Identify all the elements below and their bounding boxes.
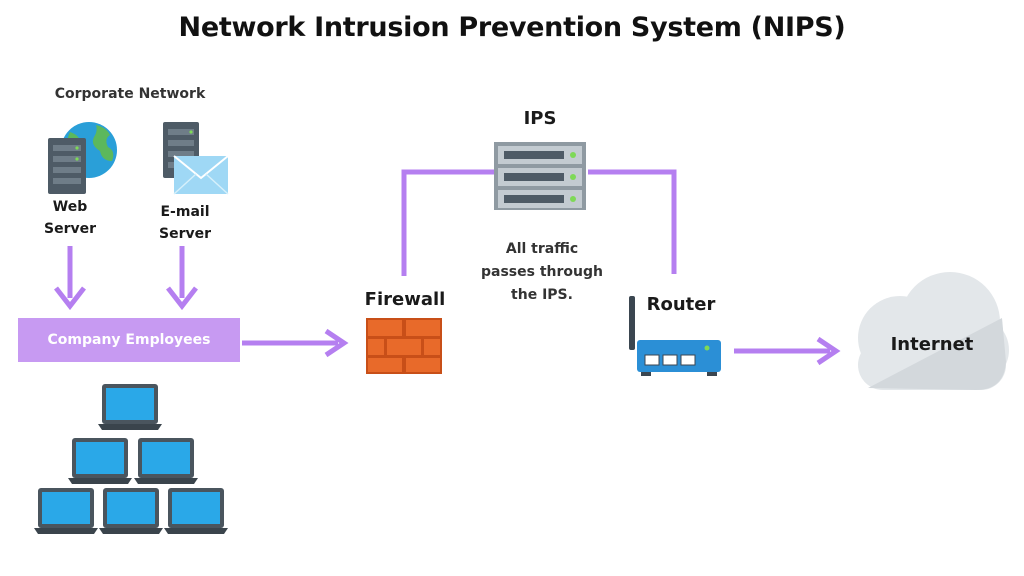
web-server-arrow-head: [54, 286, 86, 311]
diagram-title: Network Intrusion Prevention System (NIP…: [178, 12, 846, 43]
internet-label: Internet: [890, 334, 974, 355]
laptop-icon: [34, 488, 98, 534]
firewall-label: Firewall: [364, 289, 446, 310]
email-server-arrow-head: [166, 286, 198, 311]
laptop-icon: [98, 384, 162, 430]
employees-to-firewall-arrow-head: [324, 328, 349, 358]
employee-laptops: [34, 384, 228, 534]
firewall-to-ips-line: [401, 169, 494, 276]
router-to-internet-arrow-head: [816, 336, 841, 366]
laptop-icon: [134, 438, 198, 484]
laptop-icon: [68, 438, 132, 484]
ips-label: IPS: [523, 108, 557, 129]
connectors: [54, 169, 841, 366]
email-server-envelope-icon: [163, 122, 229, 195]
company-employees-label: Company Employees: [47, 332, 211, 348]
router-label: Router: [646, 294, 716, 315]
cloud-icon: [858, 272, 1009, 390]
brick-firewall-icon: [366, 318, 442, 374]
router-antenna-icon: [629, 296, 721, 376]
rack-server-icon: [494, 142, 586, 210]
ips-traffic-note: All traffic passes through the IPS.: [481, 241, 603, 303]
company-employees-box: [18, 318, 240, 362]
web-server-globe-icon: [48, 122, 117, 194]
web-server-label: Web Server: [43, 199, 96, 237]
corporate-network-label: Corporate Network: [54, 86, 206, 102]
ips-to-router-line: [588, 169, 677, 274]
laptop-icon: [99, 488, 163, 534]
laptop-icon: [164, 488, 228, 534]
email-server-label: E-mail Server: [158, 204, 211, 242]
